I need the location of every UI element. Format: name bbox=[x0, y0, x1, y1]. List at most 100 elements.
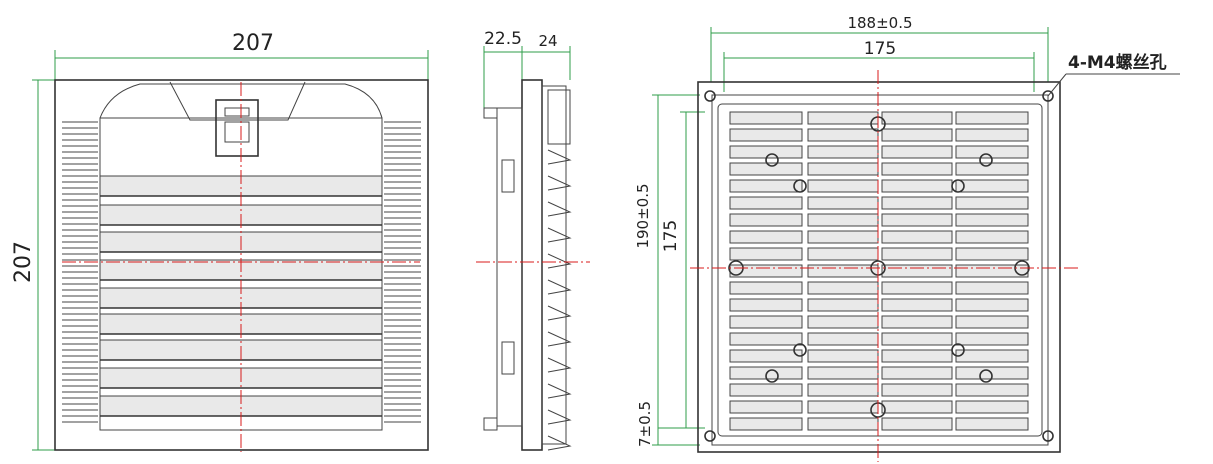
back-hole-height-label: 175 bbox=[661, 220, 681, 252]
side-depth-label-a: 22.5 bbox=[484, 29, 522, 49]
grille-slot bbox=[881, 162, 953, 176]
grille-slot bbox=[955, 196, 1029, 210]
grille-slot bbox=[729, 111, 803, 125]
grille-slot bbox=[955, 179, 1029, 193]
mounting-hole bbox=[704, 430, 716, 442]
front-view: 207 207 bbox=[11, 31, 429, 452]
grille-slot bbox=[729, 179, 803, 193]
grille-slot bbox=[881, 264, 953, 278]
grille-slot bbox=[807, 179, 879, 193]
fin bbox=[547, 305, 572, 321]
side-depth-label-b: 24 bbox=[538, 32, 557, 50]
grille-slot bbox=[729, 196, 803, 210]
fin bbox=[547, 149, 572, 165]
grille-slot bbox=[881, 230, 953, 244]
grille-slot bbox=[729, 332, 803, 346]
grille-slot bbox=[955, 417, 1029, 431]
grille-slot bbox=[729, 264, 803, 278]
fin bbox=[547, 435, 572, 451]
fin bbox=[547, 409, 572, 425]
grille-slot bbox=[729, 128, 803, 142]
grille-slot bbox=[955, 349, 1029, 363]
grille-slot bbox=[729, 247, 803, 261]
mounting-hole bbox=[704, 90, 716, 102]
grille-slot bbox=[807, 111, 879, 125]
grille-slot bbox=[807, 247, 879, 261]
fin bbox=[547, 331, 572, 347]
grille-slot bbox=[807, 298, 879, 312]
grille-slot bbox=[807, 400, 879, 414]
grille-slot bbox=[807, 332, 879, 346]
mounting-hole bbox=[1042, 90, 1054, 102]
grille-slot bbox=[955, 230, 1029, 244]
grille-slot bbox=[881, 315, 953, 329]
grille-slot bbox=[881, 213, 953, 227]
grille-slot bbox=[881, 145, 953, 159]
mounting-hole bbox=[1042, 430, 1054, 442]
fin bbox=[547, 253, 572, 269]
back-outer-width-label: 188±0.5 bbox=[847, 14, 912, 32]
grille-slot bbox=[955, 128, 1029, 142]
grille-slot bbox=[881, 332, 953, 346]
grille-slot bbox=[881, 247, 953, 261]
grille-slot bbox=[807, 349, 879, 363]
mounting-holes bbox=[704, 90, 1054, 442]
grille-slot bbox=[807, 315, 879, 329]
grille-slot bbox=[955, 213, 1029, 227]
grille-slot bbox=[881, 400, 953, 414]
front-height-label: 207 bbox=[11, 241, 36, 283]
front-ribs-left bbox=[62, 121, 98, 423]
grille-slot bbox=[729, 383, 803, 397]
grille-slot bbox=[955, 315, 1029, 329]
side-view: 22.5 24 bbox=[476, 29, 590, 451]
grille-slot bbox=[807, 383, 879, 397]
grille-slot bbox=[955, 247, 1029, 261]
grille-slot bbox=[955, 145, 1029, 159]
grille-slot bbox=[881, 128, 953, 142]
grille-slot bbox=[729, 400, 803, 414]
back-outer-height-label: 190±0.5 bbox=[634, 183, 652, 248]
hole-callout-label: 4-M4螺丝孔 bbox=[1068, 52, 1167, 73]
grille-slot bbox=[807, 128, 879, 142]
grille-slot bbox=[881, 196, 953, 210]
grille-slot bbox=[807, 264, 879, 278]
grille-slot bbox=[807, 196, 879, 210]
grille-slot bbox=[807, 281, 879, 295]
fin bbox=[547, 357, 572, 373]
front-latch bbox=[215, 99, 259, 157]
grille-slot bbox=[955, 298, 1029, 312]
fin bbox=[547, 279, 572, 295]
grille-slot bbox=[881, 349, 953, 363]
grille-slot bbox=[881, 298, 953, 312]
grille-slot bbox=[729, 349, 803, 363]
grille-slot bbox=[955, 264, 1029, 278]
fin bbox=[547, 383, 572, 399]
front-frame bbox=[54, 79, 429, 451]
side-flange bbox=[521, 79, 543, 451]
grille-slot bbox=[881, 281, 953, 295]
grille-slot bbox=[729, 417, 803, 431]
front-ribs-right bbox=[384, 121, 421, 423]
grille-slot bbox=[729, 281, 803, 295]
grille-slot bbox=[729, 213, 803, 227]
back-hole-width-label: 175 bbox=[864, 39, 896, 59]
fin bbox=[547, 201, 572, 217]
grille-slot bbox=[881, 111, 953, 125]
grille-slot bbox=[807, 145, 879, 159]
front-width-label: 207 bbox=[232, 31, 274, 56]
grille-slot bbox=[955, 281, 1029, 295]
fin bbox=[547, 175, 572, 191]
grille-slot bbox=[955, 111, 1029, 125]
grille-slot bbox=[955, 332, 1029, 346]
grille-slot bbox=[729, 162, 803, 176]
grille-slot bbox=[807, 366, 879, 380]
grille-slot bbox=[729, 230, 803, 244]
grille-slot bbox=[881, 383, 953, 397]
grille-slot bbox=[881, 417, 953, 431]
side-fins bbox=[547, 149, 572, 451]
back-view: 188±0.5 175 190±0.5 175 7±0.5 bbox=[634, 14, 1180, 462]
grille-slot bbox=[729, 315, 803, 329]
grille-slot bbox=[729, 298, 803, 312]
grille-slot bbox=[807, 230, 879, 244]
